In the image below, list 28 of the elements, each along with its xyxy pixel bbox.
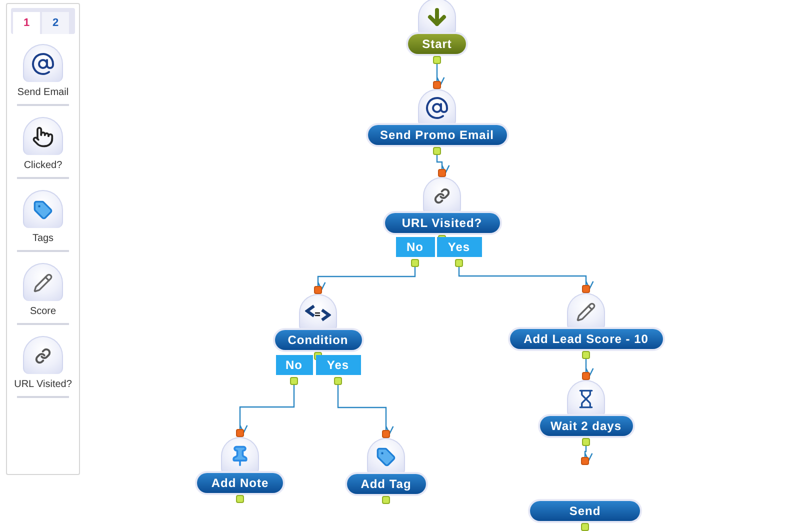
action-pill: Condition	[274, 330, 362, 350]
branch-tab: Yes	[316, 355, 360, 375]
action-pill: Add Note	[197, 473, 283, 493]
tool-label: Send Email	[17, 87, 69, 98]
tool-label: URL Visited?	[14, 379, 72, 390]
action-pill: Add Lead Score - 10	[510, 329, 662, 349]
connector-arrow	[458, 267, 594, 290]
tab: 1	[13, 12, 40, 34]
tool-label: Clicked?	[24, 160, 62, 171]
connector-arrow	[584, 446, 593, 462]
tool-label: Score	[30, 306, 56, 317]
connector-arrow	[239, 385, 295, 434]
action-pill: Add Tag	[346, 474, 426, 494]
branch-tab: Yes	[436, 237, 482, 257]
start-pill: Start	[408, 34, 466, 54]
connector-arrow	[436, 155, 450, 174]
branch-tab: No	[396, 237, 434, 257]
tab: 2	[42, 12, 69, 34]
connector-arrow	[337, 385, 394, 434]
action-pill: Wait 2 days	[540, 416, 632, 436]
action-pill: Send Promo Email	[368, 125, 506, 145]
branch-tab: No	[276, 355, 312, 375]
connector-arrow	[585, 359, 594, 376]
connector-arrow	[436, 64, 445, 86]
tool-label: Tags	[32, 233, 54, 244]
action-pill: Send	[530, 501, 640, 521]
connector-arrow	[317, 267, 416, 290]
action-pill: URL Visited?	[384, 213, 500, 233]
